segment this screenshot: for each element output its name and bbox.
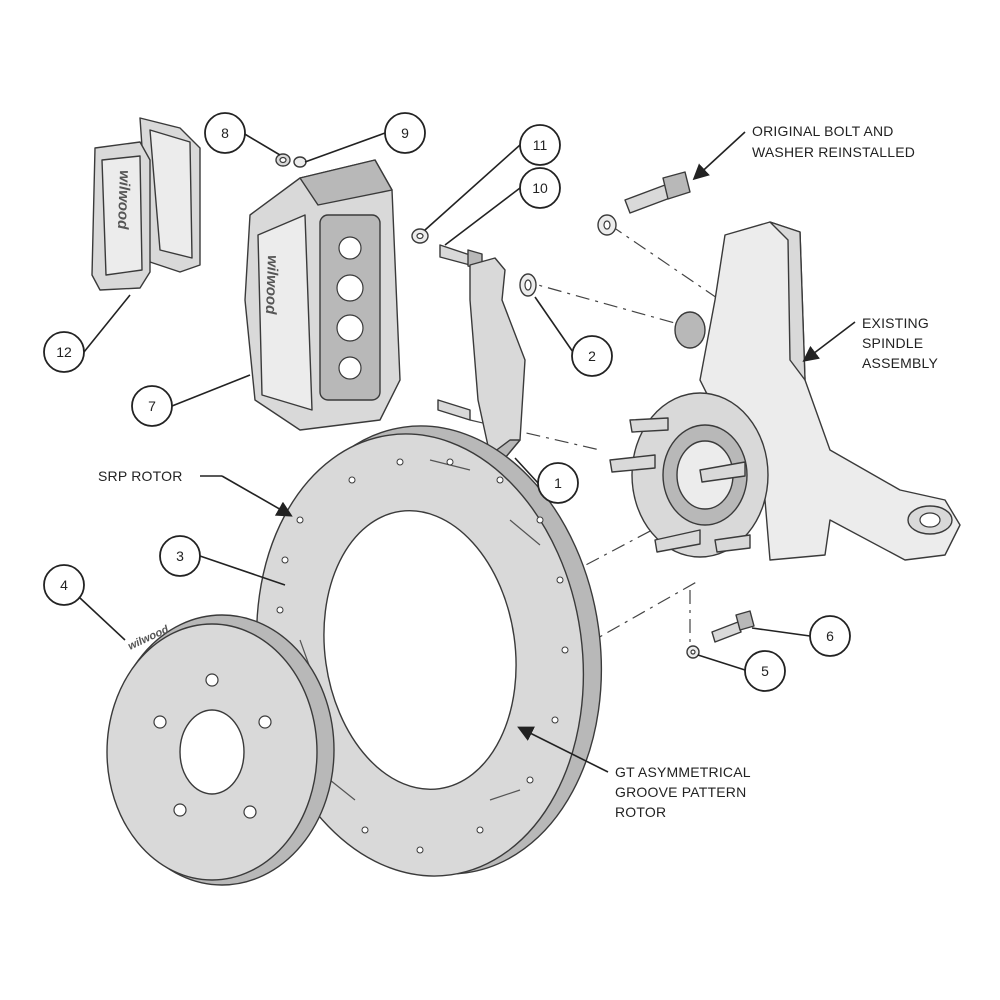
rotor	[255, 425, 603, 877]
callout-1: 1	[514, 457, 579, 504]
svg-text:8: 8	[221, 125, 229, 141]
svg-text:WASHER REINSTALLED: WASHER REINSTALLED	[752, 144, 915, 160]
svg-text:SRP ROTOR: SRP ROTOR	[98, 468, 183, 484]
svg-text:ASSEMBLY: ASSEMBLY	[862, 355, 938, 371]
svg-text:4: 4	[60, 577, 68, 593]
svg-text:EXISTING: EXISTING	[862, 315, 929, 331]
svg-text:SPINDLE: SPINDLE	[862, 335, 923, 351]
callout-10: 10	[444, 167, 561, 246]
callout-2: 2	[534, 296, 613, 377]
callout-11: 11	[424, 124, 561, 231]
caption-srp-rotor: SRP ROTOR	[98, 468, 293, 517]
washer-11	[411, 228, 429, 244]
svg-text:5: 5	[761, 663, 769, 679]
svg-text:11: 11	[533, 137, 548, 153]
original-bolt-and-washer	[597, 171, 691, 236]
callout-12: 12	[43, 294, 131, 373]
callout-6: 6	[751, 615, 851, 657]
caption-gt-rotor: GT ASYMMETRICAL GROOVE PATTERN ROTOR	[517, 726, 751, 820]
svg-text:10: 10	[532, 180, 548, 196]
svg-text:3: 3	[176, 548, 184, 564]
washer-9	[293, 156, 307, 168]
svg-text:2: 2	[588, 348, 596, 364]
washer-5	[686, 645, 700, 659]
svg-text:6: 6	[826, 628, 834, 644]
svg-text:GROOVE PATTERN: GROOVE PATTERN	[615, 784, 746, 800]
caption-existing-spindle: EXISTING SPINDLE ASSEMBLY	[802, 315, 938, 371]
callout-8: 8	[204, 112, 281, 156]
bolt-6	[711, 610, 755, 643]
caliper-logo: wilwood	[262, 255, 281, 316]
svg-text:7: 7	[148, 398, 156, 414]
mounting-bracket	[437, 257, 526, 459]
caption-original-bolt: ORIGINAL BOLT AND WASHER REINSTALLED	[692, 123, 915, 181]
washer-2	[519, 273, 537, 297]
caliper: wilwood	[244, 159, 401, 431]
svg-text:9: 9	[401, 125, 409, 141]
washer-8	[275, 153, 291, 167]
spindle-assembly	[609, 221, 961, 561]
callout-7: 7	[131, 374, 251, 427]
svg-text:1: 1	[554, 475, 562, 491]
svg-text:12: 12	[56, 344, 72, 360]
svg-text:ORIGINAL BOLT AND: ORIGINAL BOLT AND	[752, 123, 894, 139]
callout-4: 4	[43, 564, 126, 641]
brake-pads: wilwood	[91, 117, 201, 291]
pad-logo: wilwood	[114, 170, 133, 231]
svg-text:GT ASYMMETRICAL: GT ASYMMETRICAL	[615, 764, 751, 780]
callout-9: 9	[304, 112, 426, 163]
callout-3: 3	[159, 535, 286, 586]
rotor-hat: wilwood	[106, 614, 335, 886]
svg-text:ROTOR: ROTOR	[615, 804, 666, 820]
callout-5: 5	[697, 650, 786, 692]
